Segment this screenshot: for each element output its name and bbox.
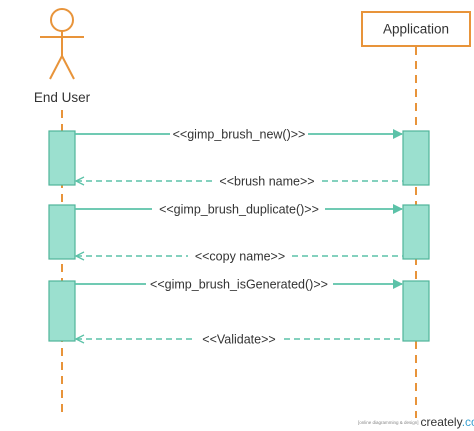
object-box: [361, 11, 471, 47]
message-label: <<gimp_brush_isGenerated()>>: [150, 278, 328, 292]
actor-activation-bar: [48, 130, 76, 186]
message-label: <<copy name>>: [195, 250, 285, 264]
watermark-caption: [online diagramming & design]: [358, 419, 419, 425]
object-label: Application: [383, 22, 449, 37]
creately-watermark: [online diagramming & design] creately.c…: [358, 414, 474, 430]
actor-stick-figure-icon: [40, 8, 84, 80]
actor-label: End User: [34, 90, 91, 105]
actor-activation-bar: [48, 280, 76, 342]
watermark-brand: creately.com: [421, 415, 474, 429]
message-label: <<gimp_brush_new()>>: [173, 128, 306, 142]
message-label: <<gimp_brush_duplicate()>>: [159, 203, 319, 217]
message-label: <<brush name>>: [219, 175, 314, 189]
object-activation-bar: [402, 204, 430, 260]
message-label: <<Validate>>: [202, 333, 275, 347]
watermark-brand-accent: .com: [461, 415, 474, 429]
object-activation-bar: [402, 280, 430, 342]
watermark-brand-main: creately: [420, 415, 462, 429]
object-activation-bar: [402, 130, 430, 186]
actor-activation-bar: [48, 204, 76, 260]
